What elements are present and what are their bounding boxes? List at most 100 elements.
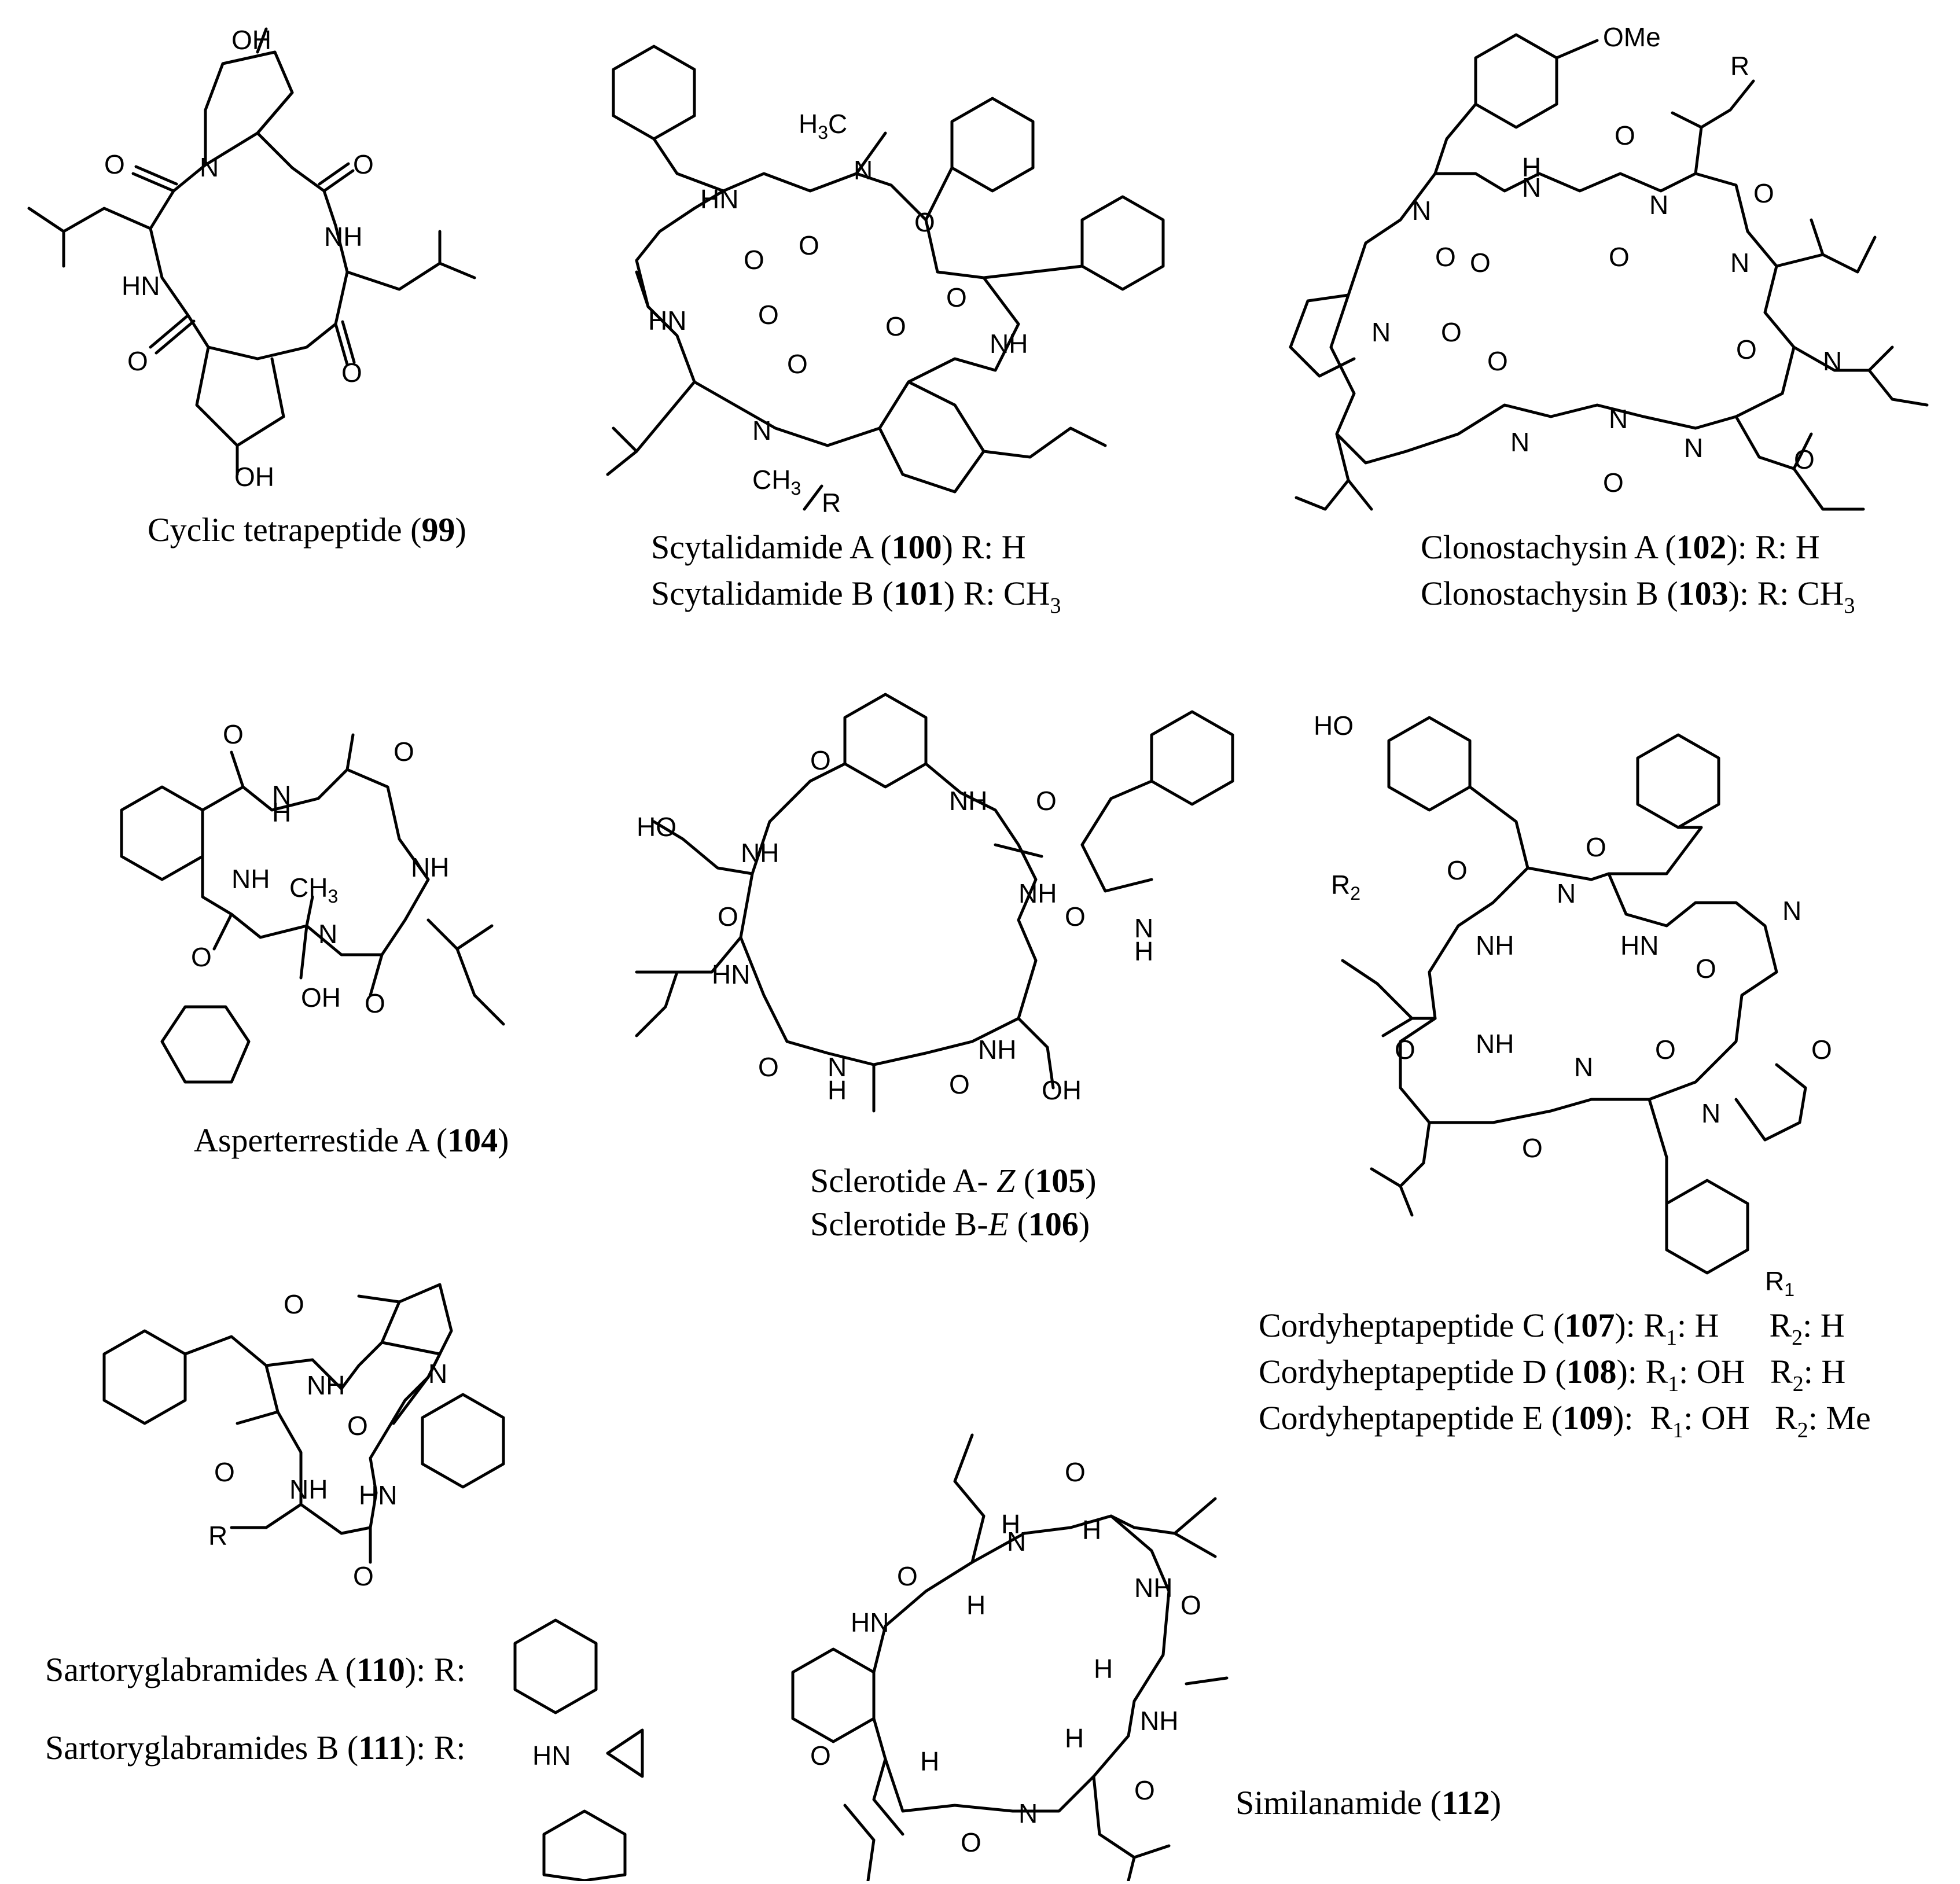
svg-text:O: O xyxy=(1435,242,1456,272)
svg-text:O: O xyxy=(347,1411,368,1441)
svg-text:H: H xyxy=(966,1590,985,1620)
svg-text:O: O xyxy=(744,245,764,275)
svg-text:O: O xyxy=(1696,954,1716,984)
svg-text:O: O xyxy=(353,1561,374,1591)
svg-text:N: N xyxy=(1823,346,1842,376)
svg-text:O: O xyxy=(1447,855,1468,885)
svg-text:N: N xyxy=(1782,896,1801,926)
svg-text:R2: R2 xyxy=(1331,870,1360,904)
svg-text:O: O xyxy=(1736,334,1757,365)
structure-105-106: O NH O HO NH O NH O N H HN NH O N H O OH… xyxy=(635,693,1234,1243)
svg-text:HN: HN xyxy=(122,271,160,301)
svg-text:O: O xyxy=(897,1561,918,1591)
svg-text:NH: NH xyxy=(990,329,1028,359)
svg-text:OH: OH xyxy=(231,25,271,55)
svg-text:HN: HN xyxy=(700,184,738,214)
svg-text:NH: NH xyxy=(324,222,362,252)
svg-text:O: O xyxy=(365,988,385,1018)
caption-100: Scytalidamide A (100) R: H xyxy=(651,528,1026,566)
svg-text:HO: HO xyxy=(637,812,676,842)
svg-text:H: H xyxy=(1522,152,1541,182)
svg-text:HN: HN xyxy=(532,1741,571,1771)
svg-text:O: O xyxy=(1065,901,1086,932)
svg-text:O: O xyxy=(1134,1775,1155,1805)
svg-text:NH: NH xyxy=(1134,1573,1172,1603)
svg-text:O: O xyxy=(353,149,374,179)
svg-text:NH: NH xyxy=(978,1035,1016,1065)
caption-112: Similanamide (112) xyxy=(1235,1784,1501,1822)
svg-text:O: O xyxy=(1655,1035,1676,1065)
svg-text:O: O xyxy=(758,300,779,330)
svg-text:NH: NH xyxy=(1476,930,1514,961)
svg-text:O: O xyxy=(718,901,738,932)
svg-text:R: R xyxy=(822,488,841,518)
svg-text:N: N xyxy=(828,1052,847,1082)
svg-text:HN: HN xyxy=(851,1607,889,1638)
svg-text:HN: HN xyxy=(712,959,750,989)
svg-text:O: O xyxy=(104,149,125,179)
svg-text:HN: HN xyxy=(359,1480,397,1510)
svg-text:NH: NH xyxy=(1140,1706,1178,1736)
svg-text:N: N xyxy=(1007,1526,1026,1556)
svg-text:N: N xyxy=(1018,1798,1038,1828)
svg-text:HN: HN xyxy=(1620,930,1659,961)
svg-text:H: H xyxy=(1065,1723,1084,1753)
structure-100-101: H3C N HN O O O O HN O NH O O N CH3 R Scy… xyxy=(606,45,1165,618)
caption-99: Cyclic tetrapeptide (99) xyxy=(148,511,466,549)
svg-text:R: R xyxy=(208,1521,227,1551)
svg-text:CH3: CH3 xyxy=(289,873,338,907)
caption-108: Cordyheptapeptide D (108): R1: OH R2: H xyxy=(1259,1353,1845,1396)
svg-text:O: O xyxy=(191,942,212,972)
svg-text:O: O xyxy=(1065,1457,1086,1487)
svg-text:N: N xyxy=(1609,404,1628,434)
svg-text:N: N xyxy=(318,919,337,949)
svg-text:OMe: OMe xyxy=(1603,22,1661,52)
svg-text:O: O xyxy=(810,1741,831,1771)
svg-text:H: H xyxy=(272,797,291,827)
svg-text:H: H xyxy=(1001,1509,1020,1539)
svg-text:O: O xyxy=(1603,468,1624,498)
svg-text:O: O xyxy=(961,1827,981,1857)
svg-text:NH: NH xyxy=(307,1370,345,1400)
svg-text:O: O xyxy=(214,1457,235,1487)
svg-text:H3C: H3C xyxy=(799,109,847,143)
svg-text:O: O xyxy=(1794,444,1815,474)
caption-105: Sclerotide A- Z (105) xyxy=(810,1162,1097,1199)
svg-text:O: O xyxy=(1811,1035,1832,1065)
svg-text:O: O xyxy=(223,719,244,749)
svg-text:O: O xyxy=(914,207,935,237)
structure-110-111: O NH N O O NH HN R O HN Sartoryglabramid… xyxy=(45,1283,644,1882)
caption-111: Sartoryglabramides B (111): R: xyxy=(45,1729,466,1767)
svg-text:R: R xyxy=(1730,51,1749,81)
svg-text:N: N xyxy=(428,1359,447,1389)
svg-text:OH: OH xyxy=(301,983,341,1013)
svg-text:OH: OH xyxy=(234,462,274,492)
svg-text:O: O xyxy=(1615,120,1635,150)
svg-text:O: O xyxy=(1522,1133,1543,1163)
svg-text:O: O xyxy=(341,358,362,388)
svg-text:O: O xyxy=(885,311,906,341)
caption-109: Cordyheptapeptide E (109): R1: OH R2: Me xyxy=(1259,1399,1871,1443)
svg-text:NH: NH xyxy=(1476,1029,1514,1059)
svg-text:N: N xyxy=(1412,196,1431,226)
caption-107: Cordyheptapeptide C (107): R1: H R2: H xyxy=(1259,1307,1845,1350)
svg-text:HN: HN xyxy=(648,306,686,336)
svg-text:O: O xyxy=(1441,317,1462,347)
svg-text:NH: NH xyxy=(289,1474,328,1504)
svg-text:R1: R1 xyxy=(1765,1266,1794,1300)
svg-text:NH: NH xyxy=(231,864,270,894)
svg-text:O: O xyxy=(810,745,831,775)
structure-102-103: OMe R H N O N N O O O O N N O O O N N N … xyxy=(1289,22,1929,618)
svg-text:N: N xyxy=(1574,1052,1593,1082)
svg-text:O: O xyxy=(1609,242,1630,272)
svg-text:N: N xyxy=(1684,433,1703,463)
svg-text:O: O xyxy=(1470,248,1491,278)
svg-text:N: N xyxy=(1510,427,1529,457)
svg-text:NH: NH xyxy=(949,786,987,816)
svg-text:O: O xyxy=(758,1052,779,1082)
svg-text:H: H xyxy=(1082,1515,1101,1545)
svg-text:CH3: CH3 xyxy=(752,465,801,499)
structure-104: O N H O NH CH3 NH N O O OH Asperterresti… xyxy=(120,719,509,1159)
